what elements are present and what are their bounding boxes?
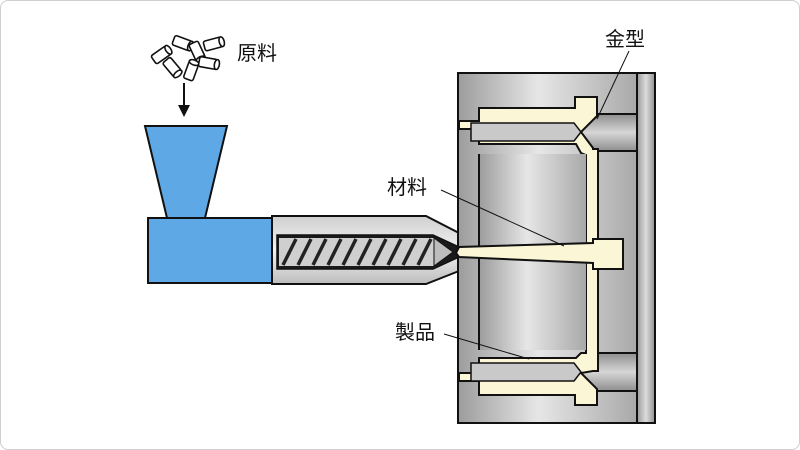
material-label: 材料 (387, 175, 427, 199)
raw-material-label: 原料 (237, 41, 277, 65)
pellets-icon (150, 34, 226, 82)
product-label: 製品 (395, 320, 435, 344)
hopper (143, 125, 229, 219)
mold-platen (636, 72, 656, 424)
screw (279, 237, 454, 267)
drive-block (147, 217, 273, 284)
leader-lines (440, 50, 630, 360)
feed-arrow-icon (178, 83, 190, 117)
mold-label: 金型 (605, 27, 645, 51)
sprue (454, 238, 624, 270)
